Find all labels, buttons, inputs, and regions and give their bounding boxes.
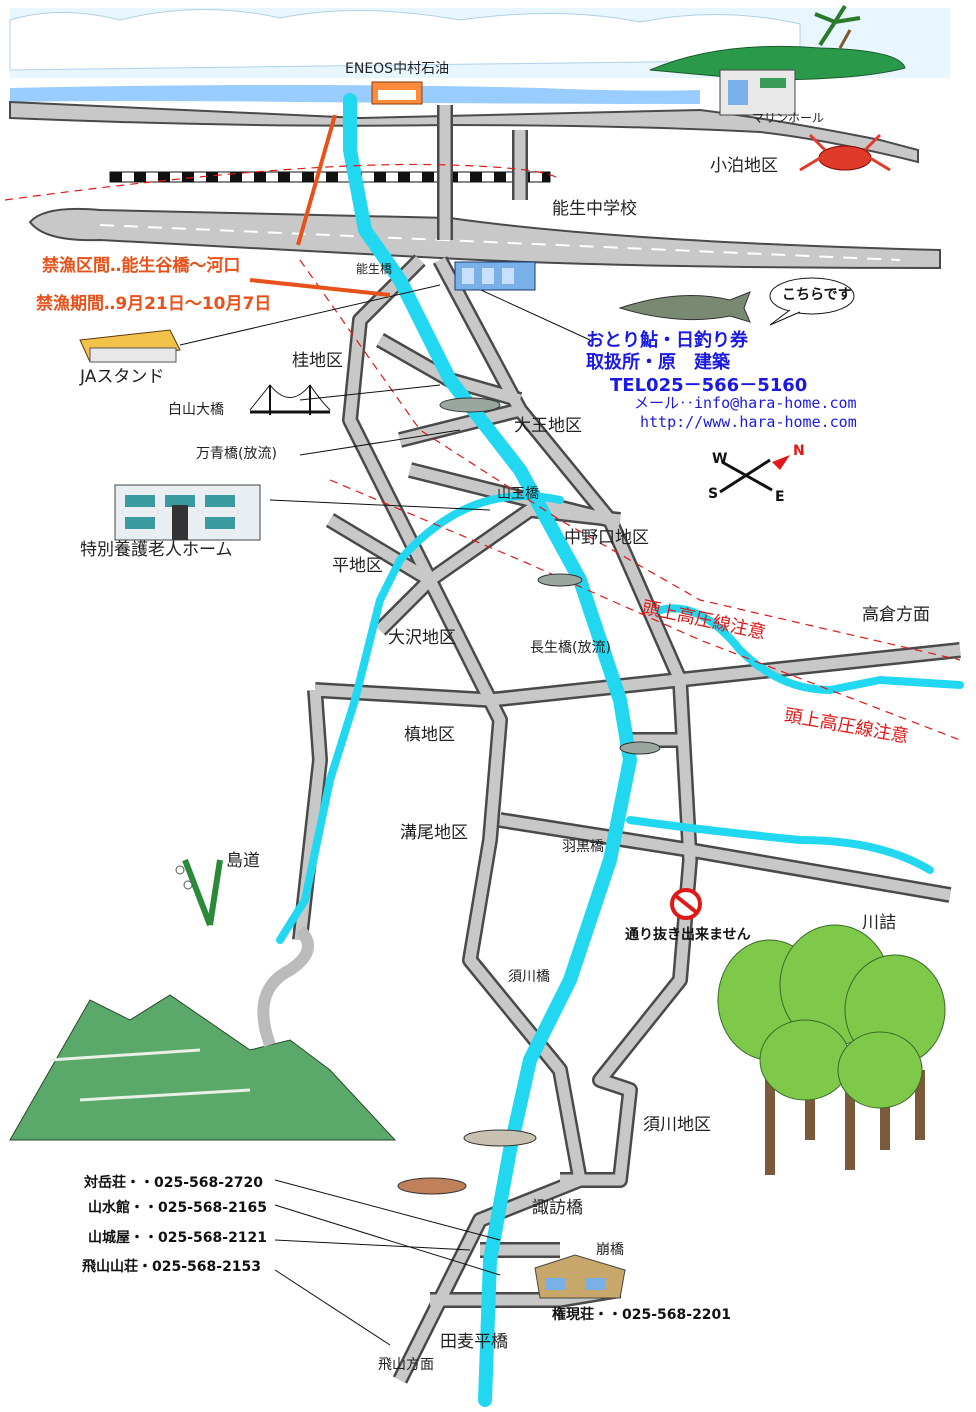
no-through-sign	[670, 888, 702, 920]
forest-illustration	[717, 924, 946, 1175]
label-haguro-bridge: 羽黒橋	[562, 839, 604, 855]
lily-illustration	[175, 858, 223, 927]
label-mizoo: 溝尾地区	[400, 823, 468, 843]
label-ooji: 大王地区	[514, 416, 582, 436]
nursing-home-building	[114, 484, 261, 541]
compass-e: E	[775, 489, 785, 505]
rivers	[276, 93, 964, 1407]
hakusan-bridge-icon	[249, 384, 331, 415]
compass-n: N	[793, 443, 805, 459]
leader-lines	[179, 284, 591, 1346]
sky-clouds	[9, 8, 950, 78]
notice-closed-period: 禁漁期間‥9月21日〜10月7日	[36, 294, 272, 314]
label-sugawa: 須川地区	[643, 1115, 711, 1135]
shop-building	[454, 261, 536, 291]
ja-stand-building	[79, 329, 181, 363]
label-ja-stand: JAスタンド	[80, 367, 165, 387]
label-shimamichi: 島道	[226, 851, 260, 871]
label-maki: 槙地区	[404, 725, 455, 745]
speech-bubble	[769, 277, 855, 326]
inn-sansui: 山水館・・025-568-2165	[88, 1200, 268, 1216]
inn-taigaku: 対岳荘・・025-568-2720	[84, 1175, 264, 1191]
label-mansei-bridge: 万青橋(放流)	[196, 446, 277, 462]
label-eneos: ENEOS中村石油	[345, 61, 450, 77]
label-kuzure-bridge: 崩橋	[596, 1242, 624, 1258]
shop-tel: TEL025－566－5160	[610, 375, 808, 396]
inn-hiyama: 飛山山荘・025-568-2153	[82, 1259, 262, 1275]
label-suwa-bridge: 諏訪橋	[532, 1198, 583, 1218]
marine-hall	[719, 69, 796, 116]
label-nursing-home: 特別養護老人ホーム	[80, 540, 233, 560]
label-chousei-bridge: 長生橋(放流)	[530, 640, 611, 656]
label-nakanokuchi: 中野口地区	[564, 528, 649, 548]
label-sugawa-bridge: 須川橋	[508, 969, 550, 985]
compass-s: S	[708, 486, 719, 502]
label-kawazume: 川詰	[862, 913, 896, 933]
island-with-palms	[649, 4, 906, 81]
label-katsura: 桂地区	[292, 351, 343, 371]
label-no-through: 通り抜き出来ません	[625, 927, 751, 943]
inn-gongen: 権現荘・・025-568-2201	[552, 1307, 732, 1323]
crab	[799, 133, 891, 172]
label-noutani-bridge: 能生橋	[356, 262, 393, 276]
label-nou-school: 能生中学校	[552, 199, 637, 219]
shop-mail: メール‥info@hara-home.com	[634, 394, 857, 412]
label-kodomari: 小泊地区	[710, 156, 778, 176]
sea	[10, 85, 700, 104]
label-taira: 平地区	[332, 556, 383, 576]
shop-line2: 取扱所・原 建築	[586, 352, 730, 373]
orange-arrows	[249, 114, 391, 297]
label-hiyama: 飛山方面	[378, 1357, 434, 1373]
shop-line1: おとり鮎・日釣り券	[586, 330, 748, 351]
label-hakusan-bridge: 白山大橋	[168, 402, 224, 418]
label-sanno-bridge: 山王橋	[497, 486, 539, 502]
sweetfish-illustration	[618, 291, 751, 323]
gongen-inn-building	[534, 1254, 626, 1299]
highway-centerline	[99, 224, 901, 261]
label-oosawa: 大沢地区	[388, 628, 456, 648]
speech-bubble-text: こちらです	[782, 287, 852, 303]
shop-url[interactable]: http://www.hara-home.com	[640, 413, 857, 431]
label-takakura: 高倉方面	[862, 605, 930, 625]
label-tamugi-bridge: 田麦平橋	[440, 1332, 508, 1352]
gas-station	[371, 81, 423, 105]
compass-icon	[719, 455, 790, 494]
coastal-road	[9, 100, 919, 164]
compass-w: W	[712, 451, 728, 467]
railway	[109, 171, 551, 183]
label-marine-hall: マリンホール	[752, 111, 825, 125]
sweetfish-markers	[397, 397, 661, 1195]
powerlines	[4, 163, 961, 741]
notice-closed-section: 禁漁区間‥能生谷橋〜河口	[42, 256, 241, 276]
inn-yamashiro: 山城屋・・025-568-2121	[88, 1230, 268, 1246]
mountain-illustration	[9, 925, 397, 1141]
